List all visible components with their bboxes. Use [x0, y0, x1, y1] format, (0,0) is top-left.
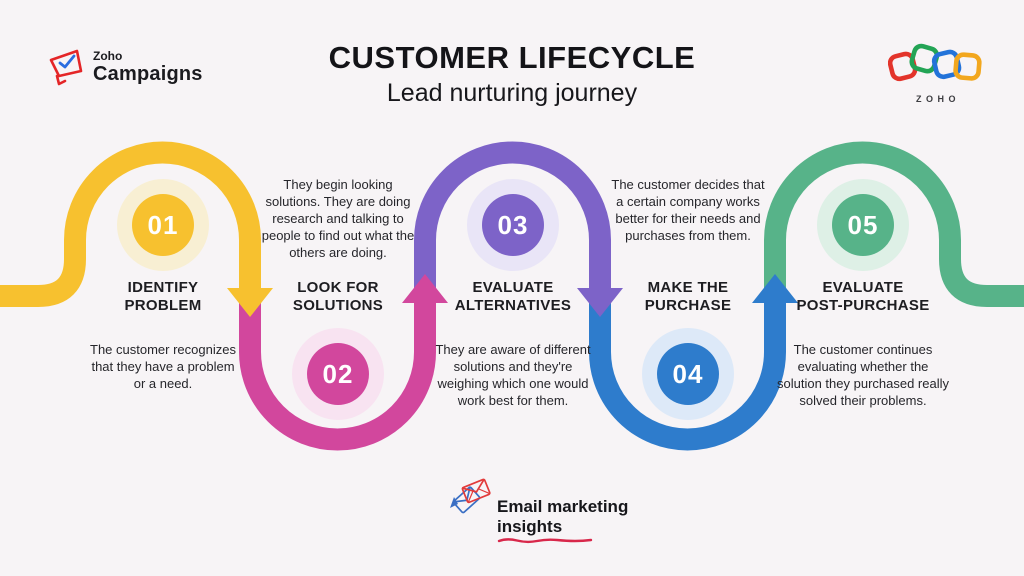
check-icon [58, 54, 76, 69]
path-step-3 [414, 141, 611, 296]
arrow-up-icon [402, 274, 448, 303]
path-step-2 [239, 290, 436, 451]
step-5-number: 05 [848, 210, 879, 240]
zoho-logo: ZOHO [886, 42, 986, 104]
arrow-up-icon [752, 274, 798, 303]
step-1-badge [132, 194, 194, 256]
path-step-1 [0, 141, 261, 307]
step-5-title: EVALUATE POST-PURCHASE [796, 279, 930, 314]
envelopes-icon [450, 478, 491, 514]
page-title: CUSTOMER LIFECYCLE [328, 40, 696, 75]
step-3-description: They are aware of different solutions an… [435, 342, 591, 408]
email-marketing-insights-logo: Email marketing insights [446, 477, 628, 545]
wavy-underline-icon [497, 538, 593, 544]
step-3-number: 03 [498, 210, 529, 240]
path-step-5 [764, 141, 1024, 307]
step-2-title: LOOK FOR SOLUTIONS [292, 279, 384, 314]
step-5-description: The customer continues evaluating whethe… [777, 342, 949, 408]
step-4-badge [657, 343, 719, 405]
step-3-title: EVALUATE ALTERNATIVES [454, 279, 572, 314]
brand-product: Campaigns [93, 63, 203, 85]
zoho-squares-icon [887, 43, 982, 82]
step-4-number: 04 [673, 359, 704, 389]
step-2-badge [307, 343, 369, 405]
footer-brand-line2: insights [497, 517, 563, 536]
step-4-title: MAKE THE PURCHASE [644, 279, 732, 314]
megaphone-icon [49, 49, 83, 86]
step-1-title: IDENTIFY PROBLEM [124, 279, 202, 314]
step-5-badge [832, 194, 894, 256]
step-4-description: The customer decides that a certain comp… [611, 177, 765, 243]
arrow-down-icon [577, 288, 623, 317]
footer-brand-line1: Email marketing [497, 497, 629, 516]
header: CUSTOMER LIFECYCLE Lead nurturing journe… [0, 40, 1024, 108]
step-1-number: 01 [148, 210, 179, 240]
step-3-badge [482, 194, 544, 256]
step-2-description: They begin looking solutions. They are d… [261, 177, 415, 260]
zoho-campaigns-logo: Zoho Campaigns [46, 48, 203, 88]
step-1-description: The customer recognizes that they have a… [90, 342, 236, 391]
page-subtitle: Lead nurturing journey [386, 79, 638, 107]
step-2-number: 02 [323, 359, 354, 389]
zoho-wordmark: ZOHO [916, 94, 960, 104]
path-step-4 [589, 290, 786, 451]
arrow-down-icon [227, 288, 273, 317]
brand-prefix: Zoho [93, 49, 123, 63]
